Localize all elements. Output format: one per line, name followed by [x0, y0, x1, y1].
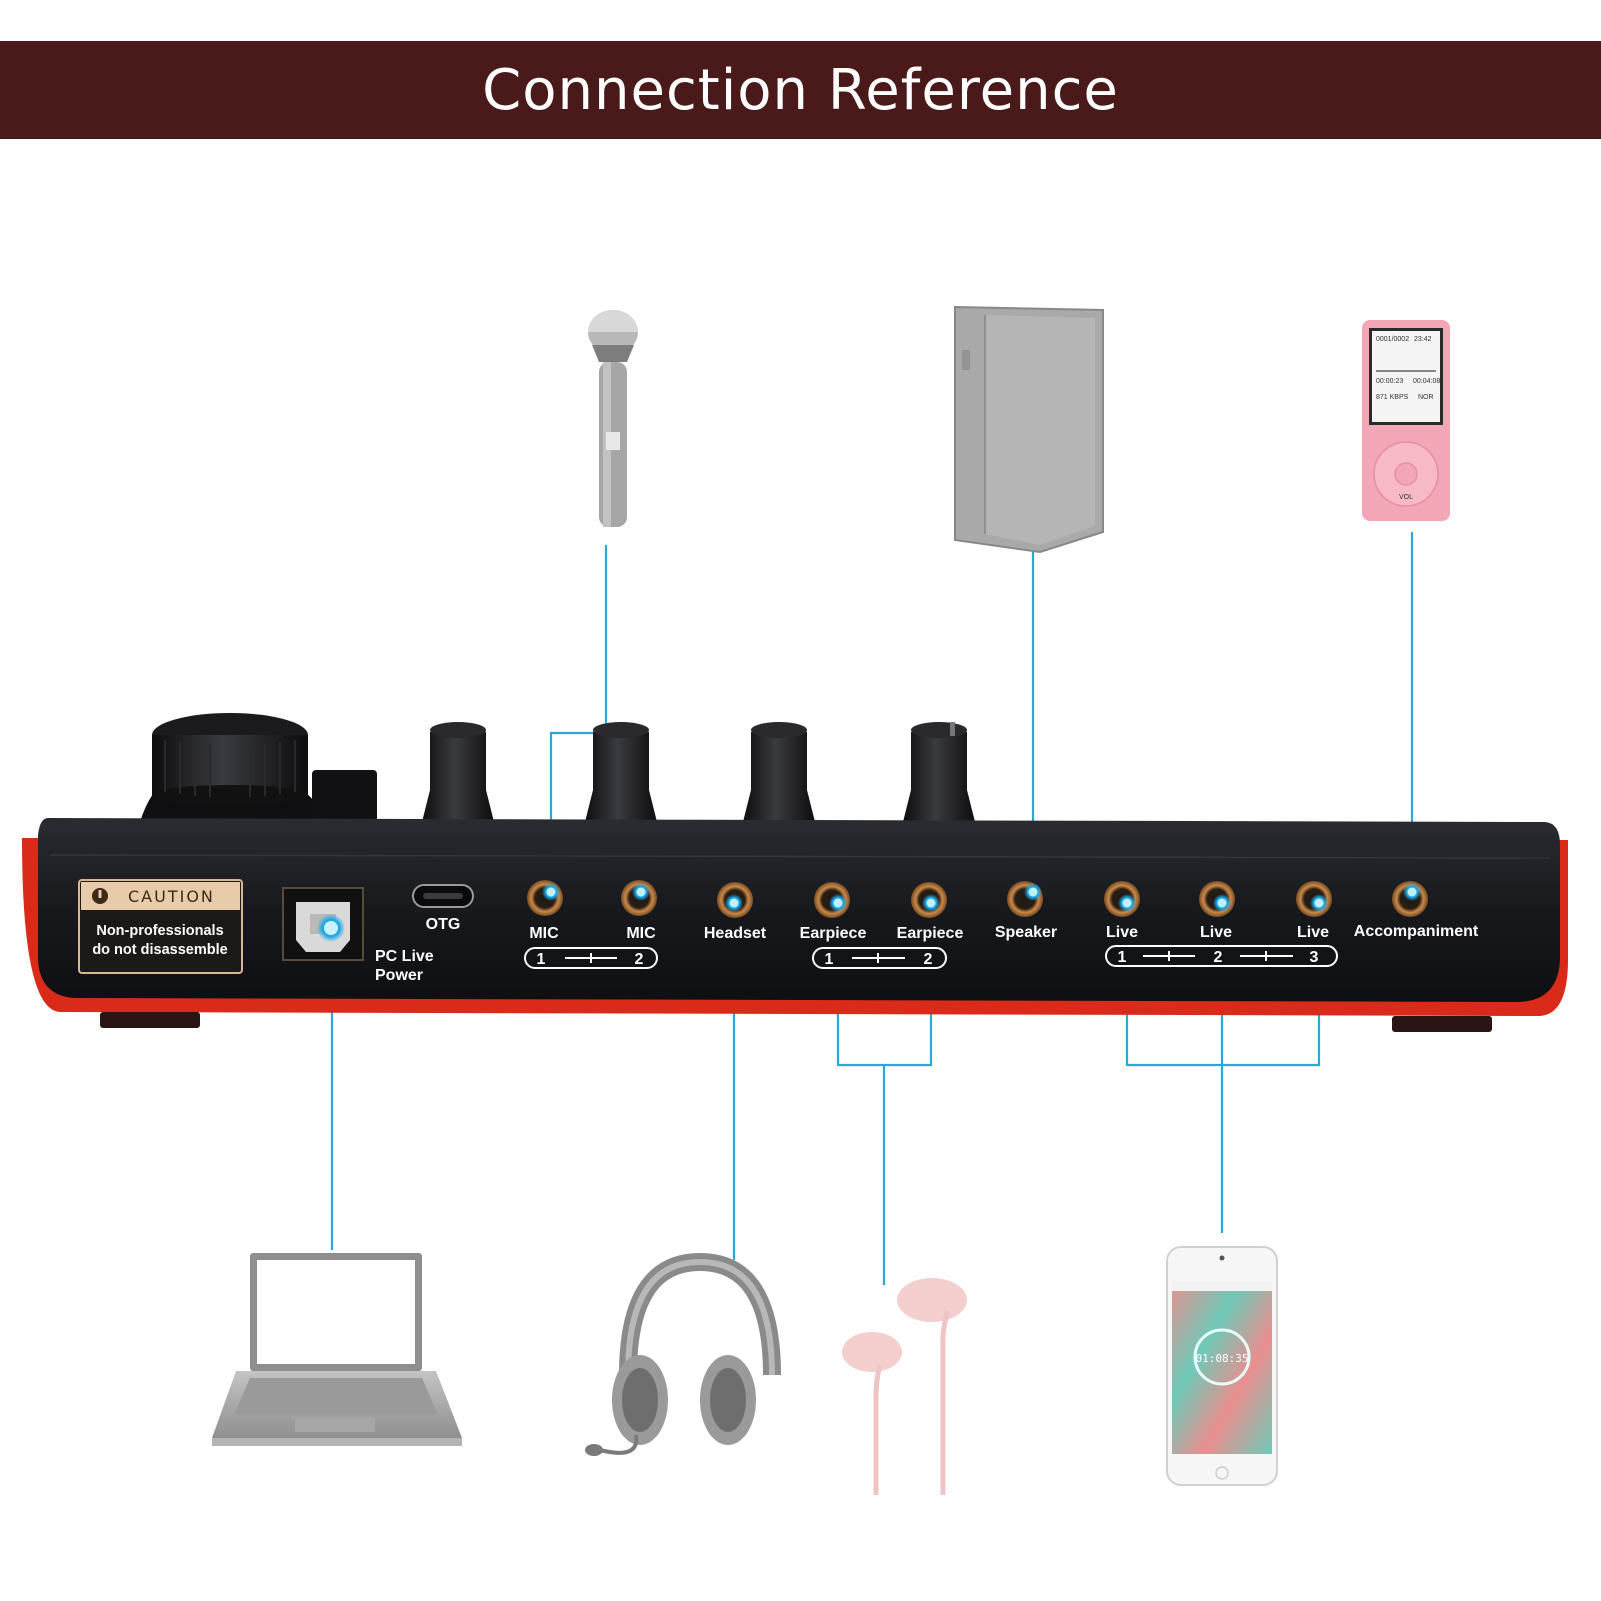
player-total: 00:04:08: [1413, 378, 1440, 385]
otg-port[interactable]: [412, 884, 474, 908]
foot-left: [100, 1012, 200, 1028]
earpiece-jack-1[interactable]: [814, 882, 850, 918]
accompaniment-label: Accompaniment: [1354, 923, 1479, 940]
knob-4[interactable]: [903, 722, 975, 822]
speaker-jack[interactable]: [1007, 881, 1043, 917]
mp3-player-icon: 0001/0002 23:42 00:00:23 00:04:08 871 KB…: [1362, 320, 1450, 521]
foot-right: [1392, 1016, 1492, 1032]
laptop-icon: [212, 1253, 462, 1446]
live-group-3: 3: [1310, 949, 1319, 966]
live-1-label: Live: [1106, 924, 1138, 941]
player-track: 0001/0002: [1376, 336, 1409, 343]
speaker-icon: [954, 305, 1104, 554]
player-mode: NOR: [1418, 394, 1434, 401]
mic-jack-1[interactable]: [527, 880, 563, 916]
main-volume-knob[interactable]: [140, 713, 328, 822]
accompaniment-jack[interactable]: [1392, 881, 1428, 917]
live-3-label: Live: [1297, 924, 1329, 941]
player-elapsed: 00:00:23: [1376, 378, 1403, 385]
live-2-label: Live: [1200, 924, 1232, 941]
title-banner: Connection Reference: [0, 41, 1601, 139]
otg-label: OTG: [426, 916, 461, 933]
player-vol: VOL: [1399, 494, 1413, 501]
phone-timer: 01:08:35: [1196, 1352, 1249, 1365]
mic-1-label: MIC: [529, 925, 559, 942]
player-clock: 23:42: [1414, 336, 1432, 343]
knob-3[interactable]: [743, 722, 815, 822]
sound-card-device: CAUTION Non-professionals do not disasse…: [22, 713, 1568, 1032]
live-jack-3[interactable]: [1296, 881, 1332, 917]
knob-1[interactable]: [422, 722, 494, 822]
headset-jack[interactable]: [717, 882, 753, 918]
caution-sticker: CAUTION Non-professionals do not disasse…: [78, 879, 243, 974]
live-group-1: 1: [1118, 949, 1127, 966]
earphones-icon: [842, 1278, 967, 1495]
earpiece-jack-2[interactable]: [911, 882, 947, 918]
headphones-icon: [585, 1252, 781, 1456]
usb-label-line-1: PC Live: [375, 948, 434, 965]
side-switch[interactable]: [312, 770, 377, 822]
page-title: Connection Reference: [482, 57, 1119, 123]
live-jack-2[interactable]: [1199, 881, 1235, 917]
usb-b-port[interactable]: [282, 887, 364, 961]
earpiece-1-label: Earpiece: [800, 925, 867, 942]
live-jack-1[interactable]: [1104, 881, 1140, 917]
usb-label-line-2: Power: [375, 967, 423, 984]
earpiece-group-2: 2: [924, 951, 933, 968]
mic-2-label: MIC: [626, 925, 656, 942]
live-group-2: 2: [1214, 949, 1223, 966]
speaker-label: Speaker: [995, 924, 1057, 941]
mic-jack-2[interactable]: [621, 880, 657, 916]
headset-label: Headset: [704, 925, 767, 942]
earpiece-group-1: 1: [825, 951, 834, 968]
player-info: 871 KBPS: [1376, 394, 1409, 401]
group-brackets: [524, 945, 1338, 969]
mic-group-1: 1: [537, 951, 546, 968]
device-body: [38, 818, 1560, 1002]
knob-2[interactable]: [585, 722, 657, 822]
smartphone-icon: 01:08:35: [1166, 1246, 1278, 1486]
caution-line-2: do not disassemble: [92, 942, 227, 958]
microphone-icon: [588, 310, 638, 527]
caution-heading: CAUTION: [128, 887, 215, 906]
mic-group-2: 2: [635, 951, 644, 968]
caution-line-1: Non-professionals: [96, 923, 223, 939]
earpiece-2-label: Earpiece: [897, 925, 964, 942]
